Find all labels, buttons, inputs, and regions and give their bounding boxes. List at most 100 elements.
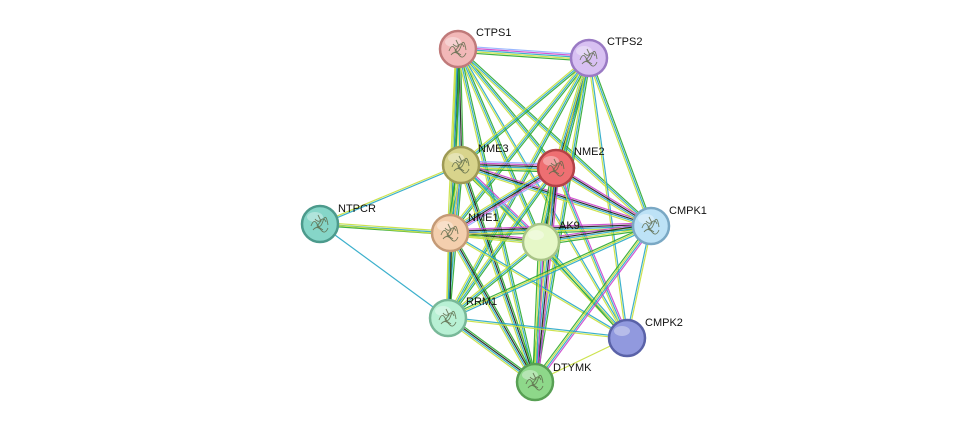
edge-line-textmining (319, 223, 542, 243)
node-label: CMPK2 (645, 317, 683, 329)
edge-line-neighborhood (451, 231, 538, 382)
edge-line-neighborhood (589, 57, 654, 226)
node-circle[interactable] (569, 38, 609, 78)
node-ctps1[interactable]: CTPS1 (438, 27, 511, 69)
edge-line-database (319, 223, 449, 319)
edge-line-coexpression (450, 232, 537, 382)
edge-line-homology (458, 45, 590, 56)
edge-line-textmining (445, 48, 458, 318)
node-ak9[interactable]: AK9 (521, 220, 580, 262)
edge-cmpk1-dtymk[interactable] (532, 224, 654, 384)
edge-line-textmining (458, 165, 534, 383)
node-nme3[interactable]: NME3 (441, 143, 509, 185)
node-highlight (576, 46, 592, 56)
edge-nme3-ntpcr[interactable] (319, 163, 462, 226)
edge-line-neighborhood (457, 51, 589, 62)
node-label: CMPK1 (669, 205, 707, 217)
edge-line-experiments (536, 227, 654, 384)
edge-line-neighborhood (448, 242, 543, 320)
edge-line-textmining (456, 49, 651, 228)
node-circle[interactable] (300, 204, 340, 244)
node-highlight (543, 156, 559, 166)
edge-ntpcr-rrm1[interactable] (319, 223, 449, 319)
edge-ctps2-nme1[interactable] (448, 56, 591, 235)
edge-line-database (457, 48, 652, 227)
edge-ntpcr-ak9[interactable] (319, 223, 542, 243)
edge-line-database (535, 242, 543, 383)
edge-line-database (448, 226, 652, 321)
edge-ctps1-ctps2[interactable] (457, 45, 590, 62)
edge-line-textmining (446, 166, 556, 318)
edge-line-textmining (456, 49, 556, 170)
edge-ctps2-nme3[interactable] (459, 56, 591, 167)
node-circle[interactable] (441, 145, 481, 185)
edge-line-textmining (533, 225, 651, 382)
edge-cmpk1-rrm1[interactable] (447, 223, 652, 321)
node-highlight (522, 370, 538, 380)
node-ctps2[interactable]: CTPS2 (569, 36, 642, 78)
edge-line-database (448, 166, 556, 233)
node-highlight (307, 212, 323, 222)
node-label: CTPS1 (476, 27, 511, 39)
edge-ak9-rrm1[interactable] (446, 240, 543, 320)
edge-line-experiments (458, 46, 590, 58)
node-rrm1[interactable]: RRM1 (428, 296, 497, 338)
edge-line-textmining (447, 225, 652, 319)
node-circle[interactable] (438, 29, 478, 69)
node-circle[interactable] (607, 318, 647, 358)
node-highlight (614, 326, 630, 336)
edge-ctps2-cmpk1[interactable] (586, 57, 654, 227)
node-nme2[interactable]: NME2 (536, 146, 605, 188)
node-cmpk2[interactable]: CMPK2 (607, 317, 683, 358)
edge-ctps1-cmpk1[interactable] (456, 47, 653, 228)
node-circle[interactable] (430, 213, 470, 253)
edge-ak9-dtymk[interactable] (532, 241, 544, 383)
edge-line-neighborhood (539, 242, 627, 340)
protein-structure-icon (525, 372, 544, 391)
edge-line-textmining (540, 241, 628, 339)
edge-line-database (448, 316, 628, 338)
edge-line-neighborhood (532, 224, 650, 381)
node-ntpcr[interactable]: NTPCR (300, 203, 376, 244)
edge-nme2-rrm1[interactable] (446, 166, 558, 320)
edge-line-experiments (450, 168, 558, 235)
edge-nme1-dtymk[interactable] (447, 231, 538, 384)
edge-line-textmining (457, 49, 589, 61)
edge-line-neighborhood (458, 47, 653, 226)
edge-line-database (541, 240, 629, 338)
edge-line-database (457, 48, 590, 59)
node-highlight (448, 153, 464, 163)
edge-line-database (447, 167, 557, 319)
protein-structure-icon (448, 39, 467, 58)
edge-ak9-cmpk2[interactable] (539, 240, 629, 340)
edge-line-database (458, 48, 629, 338)
node-label: AK9 (559, 220, 580, 232)
edge-line-experiments (537, 168, 560, 383)
edge-line-coexpression (449, 167, 557, 234)
edge-line-database (448, 233, 535, 383)
edge-line-neighborhood (448, 168, 558, 320)
node-circle[interactable] (428, 298, 468, 338)
node-circle[interactable] (536, 148, 576, 188)
node-label: NTPCR (338, 203, 376, 215)
node-circle[interactable] (515, 362, 555, 402)
node-nme1[interactable]: NME1 (430, 212, 499, 253)
node-highlight (638, 214, 654, 224)
edge-line-textmining (447, 233, 534, 384)
node-dtymk[interactable]: DTYMK (515, 362, 592, 402)
protein-structure-icon (579, 48, 598, 67)
edge-line-database (588, 57, 652, 227)
node-cmpk1[interactable]: CMPK1 (631, 205, 707, 246)
node-circle[interactable] (521, 222, 561, 262)
protein-structure-icon (440, 223, 459, 242)
node-circle[interactable] (631, 206, 671, 246)
node-highlight (445, 37, 461, 47)
edge-rrm1-cmpk2[interactable] (447, 316, 628, 340)
edge-nme2-nme1[interactable] (448, 164, 558, 237)
edge-line-neighborhood (450, 58, 591, 235)
protein-structure-icon (641, 216, 660, 235)
node-highlight (435, 306, 451, 316)
edge-line-textmining (446, 240, 541, 318)
edge-line-database (460, 57, 590, 166)
